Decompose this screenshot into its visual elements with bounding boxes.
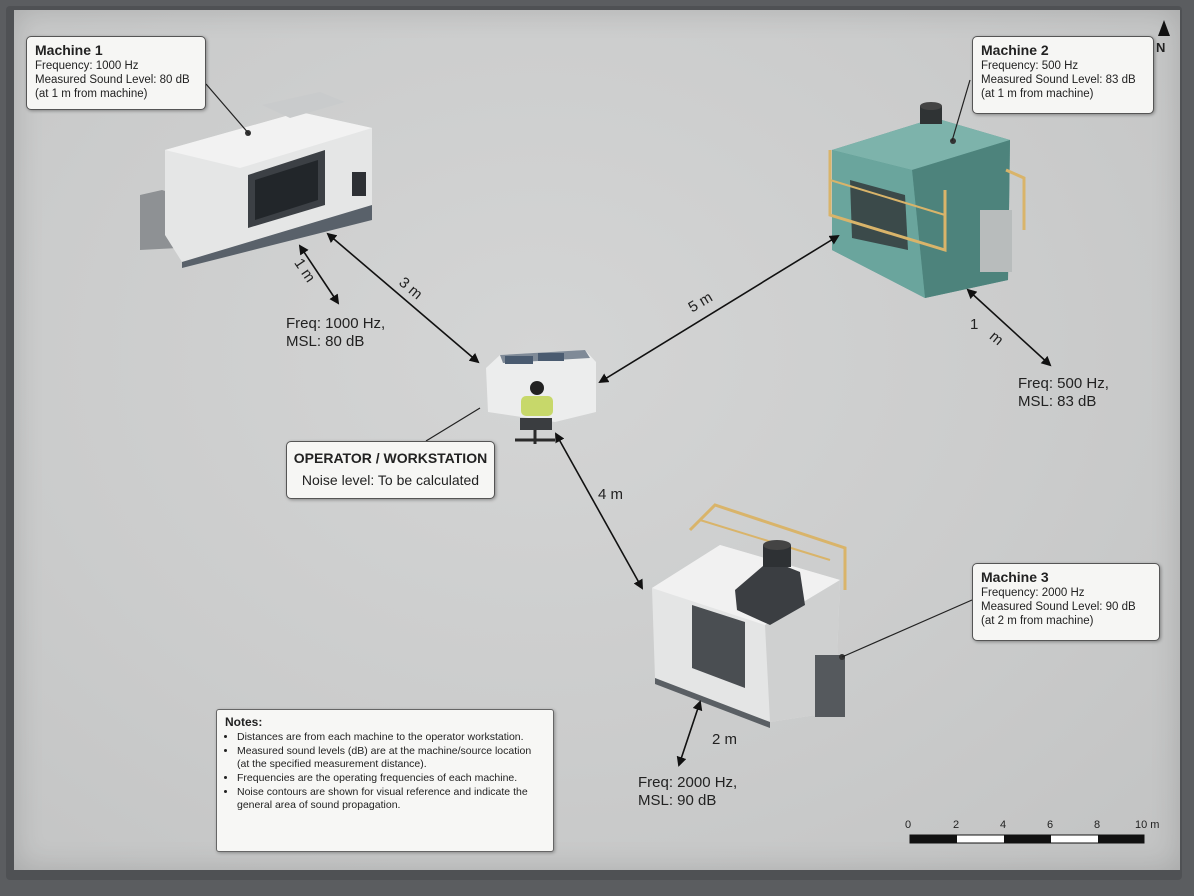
scale-tick-6: 6 [1047, 819, 1054, 831]
machine-3-operator-arrow [555, 432, 643, 590]
machine-3-operator-distance-label: 4 m [598, 486, 624, 503]
machine-2-operator-arrow [598, 234, 840, 384]
machine-3-label: Freq: 2000 Hz, MSL: 90 dB [638, 774, 737, 810]
machine-2-label-freq: Freq: 500 Hz, [1018, 375, 1109, 392]
machine-1-leader-line [205, 83, 251, 136]
machine-2-sound-level: Measured Sound Level: 83 dB [981, 74, 1136, 86]
scale-tick-4: 4 [1000, 819, 1007, 831]
machine-3-illustration [652, 503, 847, 728]
notes-item: Measured sound levels (dB) are at the ma… [237, 745, 545, 771]
machine-1-title: Machine 1 [35, 42, 103, 58]
scale-bar [909, 834, 1145, 844]
notes-item: Frequencies are the operating frequencie… [237, 772, 545, 785]
machine-3-distance-note: (at 2 m from machine) [981, 615, 1094, 627]
machine-2-near-distance-num: 1 [970, 316, 979, 333]
machine-1-label-freq: Freq: 1000 Hz, [286, 315, 386, 332]
machine-1-label-msl: MSL: 80 dB [286, 333, 365, 350]
machine-2-title: Machine 2 [981, 42, 1049, 58]
scale-tick-2: 2 [953, 819, 960, 831]
machine-1-illustration [140, 92, 372, 268]
machine-3-title: Machine 3 [981, 569, 1049, 585]
operator-noise-level: Noise level: To be calculated [301, 472, 480, 488]
machine-1-sound-level: Measured Sound Level: 80 dB [35, 74, 190, 86]
notes-box: Notes: Distances are from each machine t… [216, 709, 554, 852]
machine-3-leader-line [841, 599, 973, 658]
scale-tick-8: 8 [1094, 819, 1101, 831]
machine-2-distance-note: (at 1 m from machine) [981, 88, 1094, 100]
machine-1-frequency: Frequency: 1000 Hz [35, 60, 139, 72]
machine-2-frequency: Frequency: 500 Hz [981, 60, 1079, 72]
operator-title: OPERATOR / WORKSTATION [293, 450, 488, 466]
north-arrow-icon [1158, 20, 1170, 36]
operator-leader-line [425, 407, 481, 442]
machine-2-label-msl: MSL: 83 dB [1018, 393, 1097, 410]
machine-2-near-arrow [966, 288, 1052, 367]
scale-tick-10: 10 m [1135, 819, 1160, 831]
notes-title: Notes: [225, 715, 263, 729]
scale-tick-0: 0 [905, 819, 912, 831]
machine-2-leader-line [951, 79, 971, 142]
machine-2-info-box: Machine 2 Frequency: 500 Hz Measured Sou… [972, 36, 1154, 114]
notes-item: Distances are from each machine to the o… [237, 731, 545, 744]
machine-3-sound-level: Measured Sound Level: 90 dB [981, 601, 1136, 613]
machine-2-illustration [828, 102, 1026, 298]
machine-1-label: Freq: 1000 Hz, MSL: 80 dB [286, 315, 385, 351]
machine-3-label-freq: Freq: 2000 Hz, [638, 774, 738, 791]
machine-3-label-msl: MSL: 90 dB [638, 792, 717, 809]
machine-3-near-distance-label: 2 m [712, 731, 738, 748]
machine-1-info-box: Machine 1 Frequency: 1000 Hz Measured So… [26, 36, 206, 110]
machine-1-distance-note: (at 1 m from machine) [35, 88, 148, 100]
operator-info-box: OPERATOR / WORKSTATION Noise level: To b… [286, 441, 495, 499]
machine-3-near-arrow [676, 700, 703, 767]
machine-2-label: Freq: 500 Hz, MSL: 83 dB [1018, 375, 1109, 411]
notes-list: Distances are from each machine to the o… [225, 731, 545, 812]
notes-item: Noise contours are shown for visual refe… [237, 786, 545, 812]
machine-1-operator-arrow [326, 232, 480, 364]
north-label: N [1156, 40, 1166, 55]
machine-3-frequency: Frequency: 2000 Hz [981, 587, 1085, 599]
operator-workstation-illustration [486, 350, 596, 444]
machine-3-info-box: Machine 3 Frequency: 2000 Hz Measured So… [972, 563, 1160, 641]
